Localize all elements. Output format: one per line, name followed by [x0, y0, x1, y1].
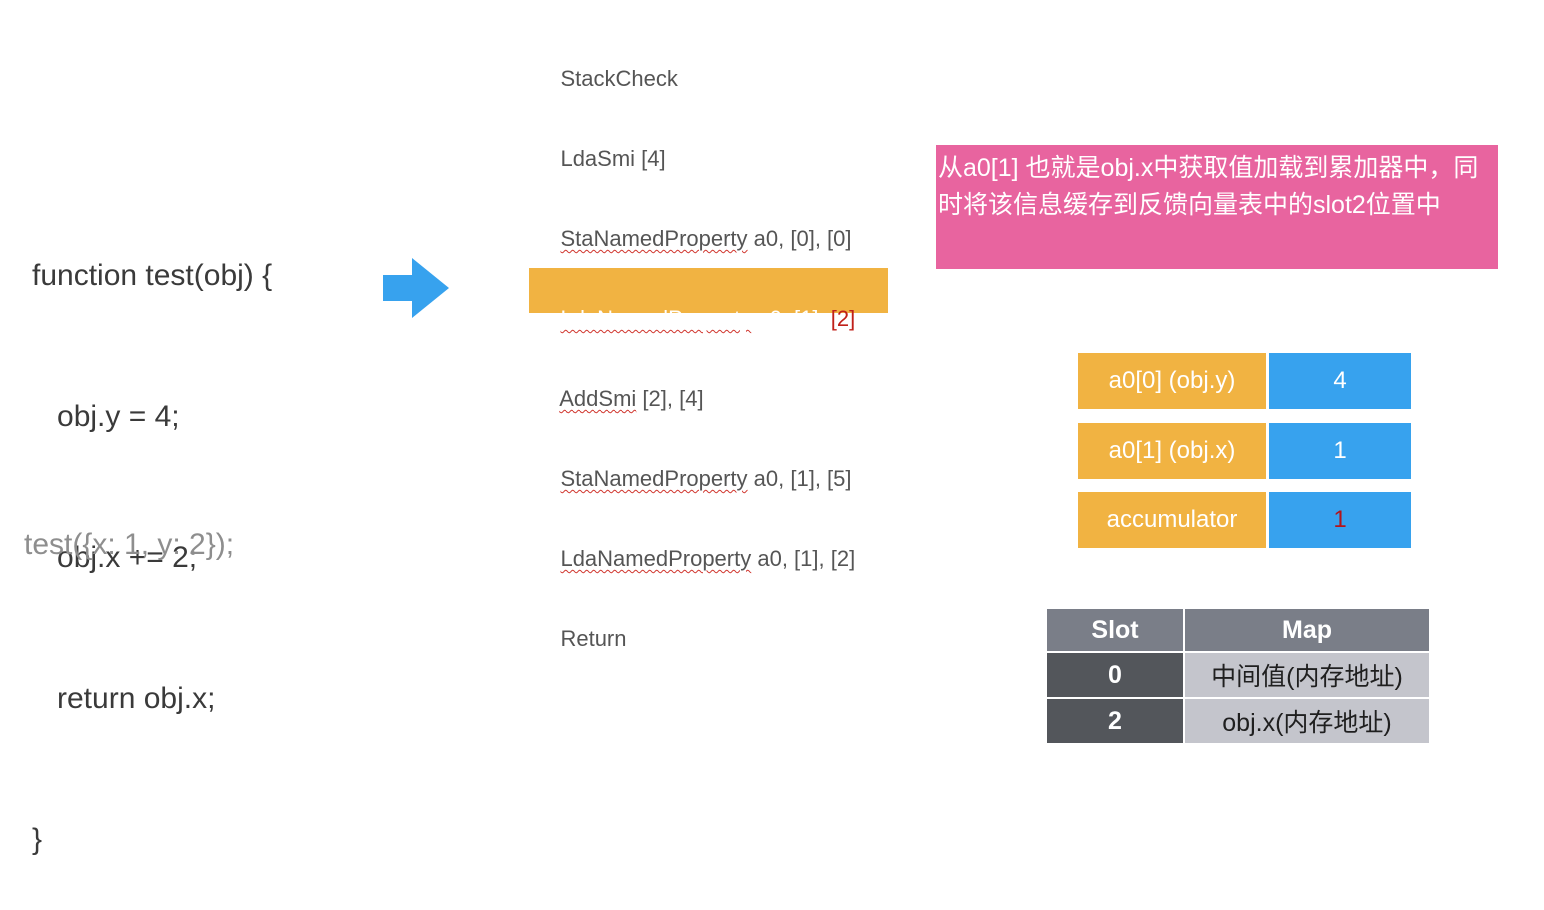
operands: a0, [1], [2]: [751, 546, 856, 571]
right-arrow-icon: [383, 258, 449, 318]
column-header-slot: Slot: [1047, 609, 1183, 651]
function-call: test({x: 1, y: 2});: [24, 528, 235, 561]
feedback-slot-operand: [2]: [830, 306, 856, 331]
table-header-row: Slot Map: [1047, 609, 1429, 651]
register-value: 1: [1269, 423, 1411, 479]
opcode: LdaNamedProperty: [560, 306, 752, 331]
bytecode-instruction: AddSmi [2], [4]: [536, 360, 704, 438]
map-cell: obj.x(内存地址): [1185, 699, 1429, 743]
column-header-map: Map: [1185, 609, 1429, 651]
operands: a0, [1], [5]: [747, 466, 852, 491]
slot-cell: 0: [1047, 653, 1183, 697]
code-line: obj.y = 4;: [32, 400, 180, 433]
bytecode-instruction: StaNamedProperty a0, [1], [5]: [536, 440, 852, 518]
register-row: a0[0] (obj.y) 4: [1078, 353, 1411, 409]
table-row: 2 obj.x(内存地址): [1047, 699, 1429, 743]
code-line: obj.x += 2;: [32, 541, 198, 574]
bytecode-instruction: LdaSmi [4]: [536, 120, 666, 198]
register-name: accumulator: [1078, 492, 1266, 548]
operands: a0, [0], [0]: [747, 226, 852, 251]
bytecode-instruction: LdaNamedProperty a0, [1], [2]: [536, 520, 855, 598]
register-row: accumulator 1: [1078, 492, 1411, 548]
operands: [4]: [635, 146, 666, 171]
operands: [2], [4]: [636, 386, 704, 411]
bytecode-instruction: StaNamedProperty a0, [0], [0]: [536, 200, 852, 278]
bytecode-instruction-active: LdaNamedProperty a0, [1], [2]: [536, 280, 855, 358]
feedback-vector-table: Slot Map 0 中间值(内存地址) 2 obj.x(内存地址): [1045, 607, 1431, 745]
opcode: StackCheck: [560, 66, 678, 91]
code-line: }: [32, 823, 43, 856]
opcode: StaNamedProperty: [560, 226, 748, 251]
bytecode-instruction: StackCheck: [536, 40, 678, 118]
register-row: a0[1] (obj.x) 1: [1078, 423, 1411, 479]
opcode: LdaNamedProperty: [560, 546, 752, 571]
table-row: 0 中间值(内存地址): [1047, 653, 1429, 697]
opcode: AddSmi: [559, 386, 637, 411]
explanation-note: 从a0[1] 也就是obj.x中获取值加载到累加器中，同时将该信息缓存到反馈向量…: [936, 145, 1498, 269]
register-name: a0[1] (obj.x): [1078, 423, 1266, 479]
accumulator-value: 1: [1269, 492, 1411, 548]
opcode: Return: [560, 626, 627, 651]
bytecode-instruction: Return: [536, 600, 627, 678]
active-instruction-highlight: [529, 268, 888, 313]
register-name: a0[0] (obj.y): [1078, 353, 1266, 409]
opcode: LdaSmi: [560, 146, 636, 171]
operands: a0, [1],: [751, 306, 831, 331]
code-line: function test(obj) {: [32, 259, 273, 292]
register-value: 4: [1269, 353, 1411, 409]
map-cell: 中间值(内存地址): [1185, 653, 1429, 697]
code-line: return obj.x;: [32, 682, 216, 715]
source-code: function test(obj) { obj.y = 4; obj.x +=…: [32, 158, 272, 910]
opcode: StaNamedProperty: [560, 466, 748, 491]
slot-cell: 2: [1047, 699, 1183, 743]
